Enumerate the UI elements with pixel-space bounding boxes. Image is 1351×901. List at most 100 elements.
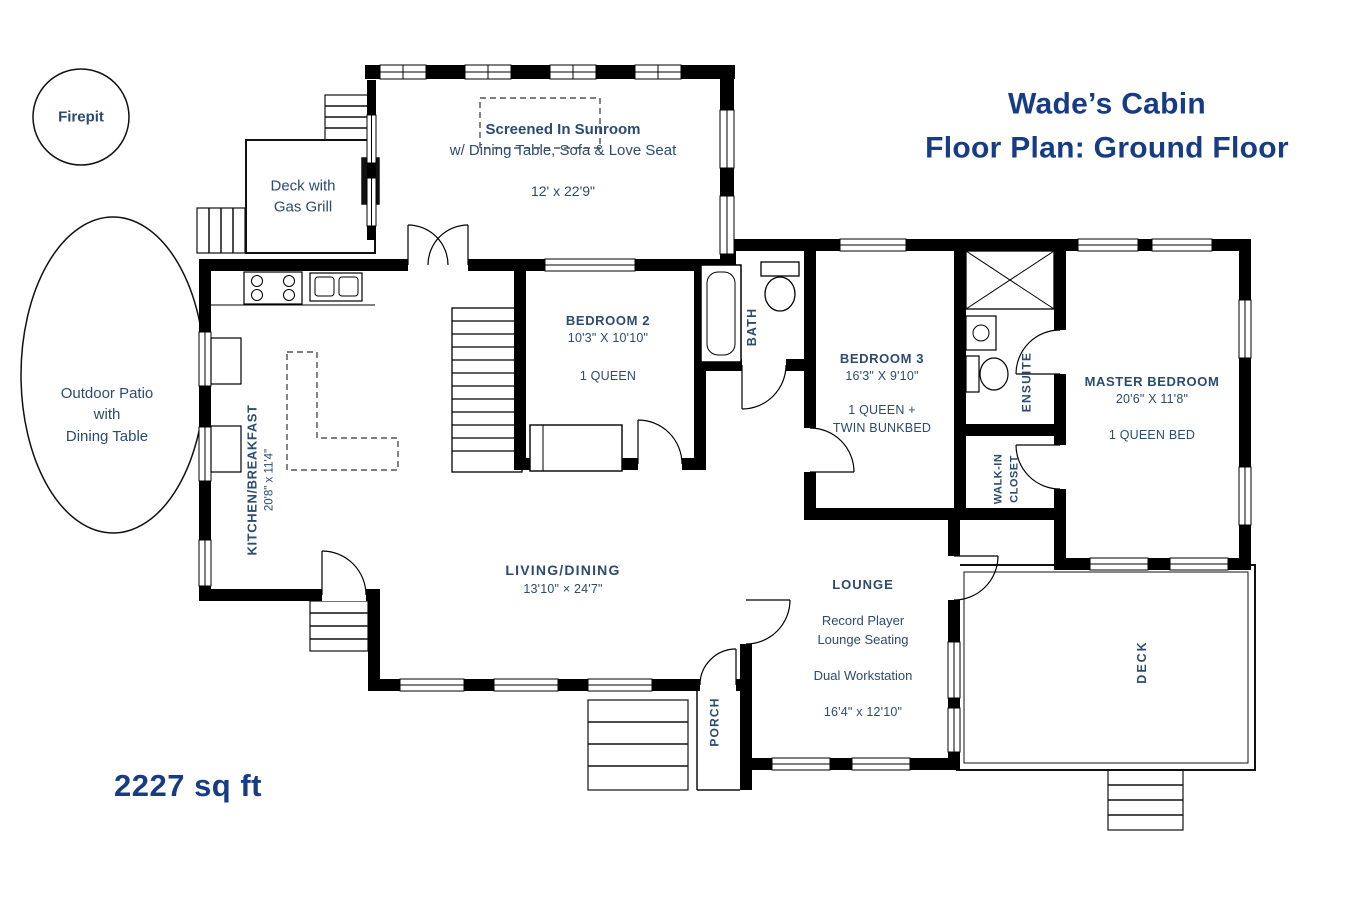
shower-icon <box>965 250 1055 310</box>
lounge-feature-line3: Dual Workstation <box>813 668 913 684</box>
sunroom-dimensions: 12' x 22'9" <box>530 182 596 199</box>
grill-deck-label-line2: Gas Grill <box>273 199 333 216</box>
window-icon <box>719 195 735 255</box>
patio-label: Outdoor Patio with Dining Table <box>61 383 154 447</box>
window-icon <box>464 64 512 80</box>
window-icon <box>1077 238 1139 252</box>
living-dining-name: LIVING/DINING <box>505 562 621 579</box>
window-icon <box>947 641 961 699</box>
kitchen-name: KITCHEN/BREAKFAST <box>244 404 260 556</box>
walk-in-closet-line2: CLOSET <box>1008 455 1020 503</box>
side-door-icon <box>321 550 367 596</box>
side-entry-steps-icon <box>309 600 369 652</box>
window-icon <box>493 678 559 692</box>
window-icon <box>366 114 377 164</box>
grill-deck-label: Deck with Gas Grill <box>270 176 335 219</box>
total-area-label: 2227 sq ft <box>113 767 263 803</box>
kitchen-island-dashed <box>286 351 399 471</box>
rear-deck-stairs-icon <box>1107 769 1184 831</box>
bed-icon <box>529 424 623 472</box>
ensuite-sink-icon <box>965 315 997 351</box>
door-openings <box>322 259 1066 691</box>
porch-label: PORCH <box>707 697 722 747</box>
bath-label: BATH <box>745 307 760 347</box>
bathtub-icon <box>700 264 742 363</box>
deck-door-icon <box>953 555 999 601</box>
bath-door-icon <box>741 364 787 410</box>
window-icon <box>719 109 735 169</box>
window-icon <box>1238 466 1252 526</box>
lounge-dimensions: 16'4" x 12'10" <box>823 705 903 720</box>
lounge-name: LOUNGE <box>832 577 894 593</box>
bedroom2-dimensions: 10'3" X 10'10" <box>567 331 649 346</box>
kitchen-label: KITCHEN/BREAKFAST 20'8" x 11'4" <box>244 404 279 555</box>
lounge-feature-line2: Lounge Seating <box>817 632 909 648</box>
deck-stairs-left-icon <box>196 207 246 254</box>
kitchen-dimensions: 20'8" x 11'4" <box>264 448 277 512</box>
bedroom3-beds-line2: TWIN BUNKBED <box>832 421 932 436</box>
master-bedroom-beds: 1 QUEEN BED <box>1108 428 1196 443</box>
ensuite-label: ENSUITE <box>1019 351 1034 413</box>
window-icon <box>198 331 212 387</box>
kitchen-appliance-icon <box>210 425 242 473</box>
master-bedroom-dimensions: 20'6" X 11'8" <box>1115 392 1189 407</box>
bedroom2-label: BEDROOM 2 10'3" X 10'10" 1 QUEEN <box>566 312 650 386</box>
window-icon <box>198 426 212 482</box>
sunroom-description: w/ Dining Table, Sofa & Love Seat <box>449 142 677 160</box>
lounge-label: LOUNGE Record Player Lounge Seating Dual… <box>814 576 913 722</box>
closet-door-icon <box>1015 444 1061 490</box>
window-icon <box>549 64 597 80</box>
toilet-icon <box>760 261 800 312</box>
living-dining-dimensions: 13'10" × 24'7" <box>523 582 603 597</box>
fixtures <box>210 250 1055 473</box>
firepit-label: Firepit <box>58 108 104 126</box>
bedroom3-name: BEDROOM 3 <box>839 351 925 367</box>
bedroom2-beds: 1 QUEEN <box>579 369 637 384</box>
bedroom3-label: BEDROOM 3 16'3" X 9'10" 1 QUEEN + TWIN B… <box>833 350 931 438</box>
bedroom3-door-icon <box>809 427 855 473</box>
window-icon <box>379 64 427 80</box>
deck-stairs-top-icon <box>324 94 373 141</box>
patio-ellipse <box>20 216 206 534</box>
bedroom3-beds-line1: 1 QUEEN + <box>848 403 916 418</box>
windows <box>198 64 1252 771</box>
bedroom3-dimensions: 16'3" X 9'10" <box>845 369 919 384</box>
kitchen-appliance-icon <box>210 337 242 385</box>
window-icon <box>399 678 465 692</box>
window-icon <box>947 707 961 753</box>
master-bedroom-label: MASTER BEDROOM 20'6" X 11'8" 1 QUEEN BED <box>1085 373 1220 445</box>
bedroom2-door-icon <box>637 419 683 465</box>
plan-title-line2: Floor Plan: Ground Floor <box>925 132 1289 165</box>
window-icon <box>544 258 636 272</box>
firepit-circle <box>32 68 130 166</box>
bedroom2-name: BEDROOM 2 <box>565 313 651 329</box>
kitchen-sink-icon <box>309 272 363 302</box>
ensuite-toilet-icon <box>965 355 1009 393</box>
sunroom-name: Screened In Sunroom <box>485 120 641 138</box>
ensuite-door-icon <box>1015 329 1061 375</box>
sunroom-label: Screened In Sunroom w/ Dining Table, Sof… <box>450 119 677 201</box>
patio-label-line2: with <box>93 406 121 424</box>
stove-icon <box>243 271 303 305</box>
sunroom-table-dashed <box>479 97 601 149</box>
window-icon <box>839 238 907 252</box>
plan-title: Wade’s Cabin Floor Plan: Ground Floor <box>925 83 1289 172</box>
staircase-icon <box>451 307 523 473</box>
porch-steps-icon <box>587 699 689 791</box>
walk-in-closet-line1: WALK-IN <box>992 453 1005 505</box>
dashed-outlines <box>286 97 601 471</box>
lounge-feature-line1: Record Player <box>821 613 905 629</box>
window-icon <box>634 64 682 80</box>
living-porch-door-icon <box>699 648 737 686</box>
master-bedroom-name: MASTER BEDROOM <box>1084 374 1220 390</box>
deck-label: DECK <box>1135 640 1150 684</box>
walk-in-closet-label: WALK-IN CLOSET <box>991 454 1022 505</box>
grill-deck-label-line1: Deck with <box>270 177 336 195</box>
sunroom-french-doors-icon <box>407 224 469 266</box>
window-icon <box>587 678 653 692</box>
front-door-icon <box>745 599 791 645</box>
rear-deck-outline <box>956 564 1256 771</box>
window-icon <box>198 539 212 587</box>
